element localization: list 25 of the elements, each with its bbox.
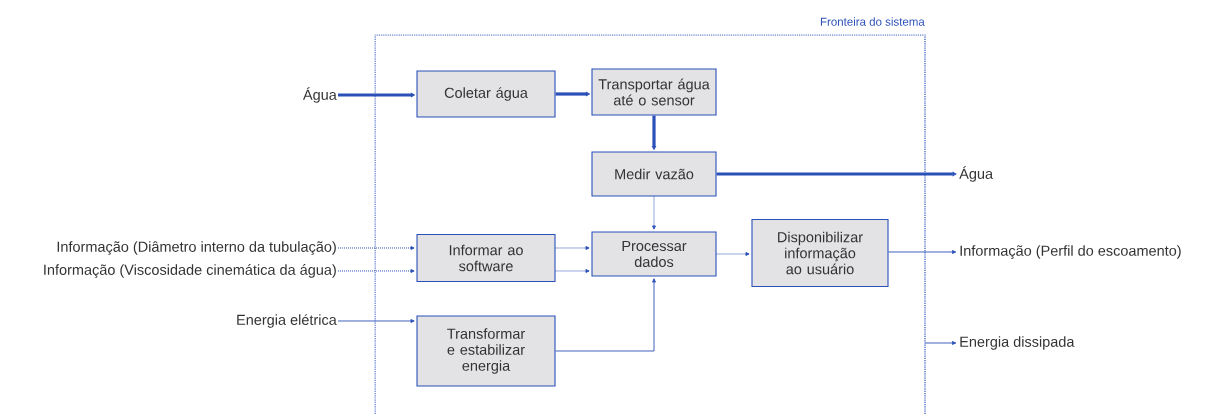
- process-box: Transformar e estabilizar energia: [416, 315, 556, 387]
- arrow: [716, 171, 957, 177]
- process-box: Transportar água até o sensor: [591, 68, 717, 116]
- arrow: [716, 252, 750, 256]
- arrow: [652, 196, 656, 230]
- flow-label: Água: [959, 166, 994, 182]
- process-box: Coletar água: [416, 70, 556, 118]
- arrow: [555, 246, 590, 250]
- process-box: Medir vazão: [591, 151, 717, 197]
- flow-label: Energia elétrica: [237, 314, 337, 328]
- process-box: Processar dados: [591, 231, 717, 277]
- arrow: [555, 278, 656, 352]
- arrow: [337, 269, 415, 273]
- arrow: [924, 341, 957, 345]
- flow-label: Informação (Viscosidade cinemática da água): [44, 264, 336, 278]
- flow-label: Energia dissipada: [960, 336, 1075, 350]
- arrow: [337, 319, 415, 323]
- arrow: [555, 269, 590, 273]
- arrow: [888, 250, 957, 254]
- process-box: Informar ao software: [416, 233, 556, 283]
- process-box: Disponibilizar informação ao usuário: [751, 218, 889, 288]
- flow-label: Informação (Perfil do escoamento): [960, 245, 1181, 259]
- flow-label: Informação (Diâmetro interno da tubulação): [57, 241, 336, 255]
- arrow: [337, 246, 415, 250]
- flow-label: Água: [303, 87, 337, 103]
